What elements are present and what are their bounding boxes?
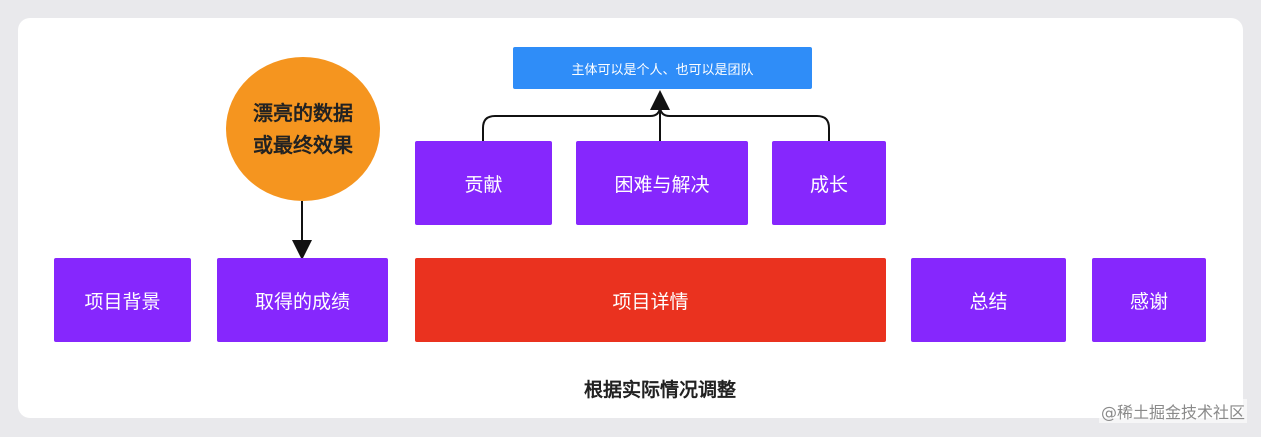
watermark-text: @稀土掘金技术社区 — [1098, 399, 1247, 423]
difficulty-box: 困难与解决 — [576, 141, 748, 225]
summary-box: 总结 — [911, 258, 1066, 342]
background-label: 项目背景 — [84, 290, 161, 313]
summary-label: 总结 — [969, 290, 1008, 313]
circle-line-1: 漂亮的数据 — [253, 101, 353, 125]
top-note-box: 主体可以是个人、也可以是团队 — [513, 47, 812, 89]
thanks-box: 感谢 — [1092, 258, 1206, 342]
project-detail-box: 项目详情 — [415, 258, 886, 342]
contribution-box: 贡献 — [415, 141, 552, 225]
growth-box: 成长 — [772, 141, 886, 225]
contribution-label: 贡献 — [464, 173, 503, 196]
top-note-text: 主体可以是个人、也可以是团队 — [571, 62, 754, 78]
circle-line-2: 或最终效果 — [253, 133, 353, 157]
achievement-box: 取得的成绩 — [217, 258, 388, 342]
achievement-label: 取得的成绩 — [254, 290, 350, 313]
difficulty-label: 困难与解决 — [614, 173, 710, 196]
result-circle: 漂亮的数据 或最终效果 — [226, 57, 380, 201]
caption-text: 根据实际情况调整 — [583, 379, 736, 401]
thanks-label: 感谢 — [1129, 290, 1168, 313]
project-detail-label: 项目详情 — [612, 290, 689, 313]
background-box: 项目背景 — [54, 258, 191, 342]
growth-label: 成长 — [809, 173, 848, 196]
